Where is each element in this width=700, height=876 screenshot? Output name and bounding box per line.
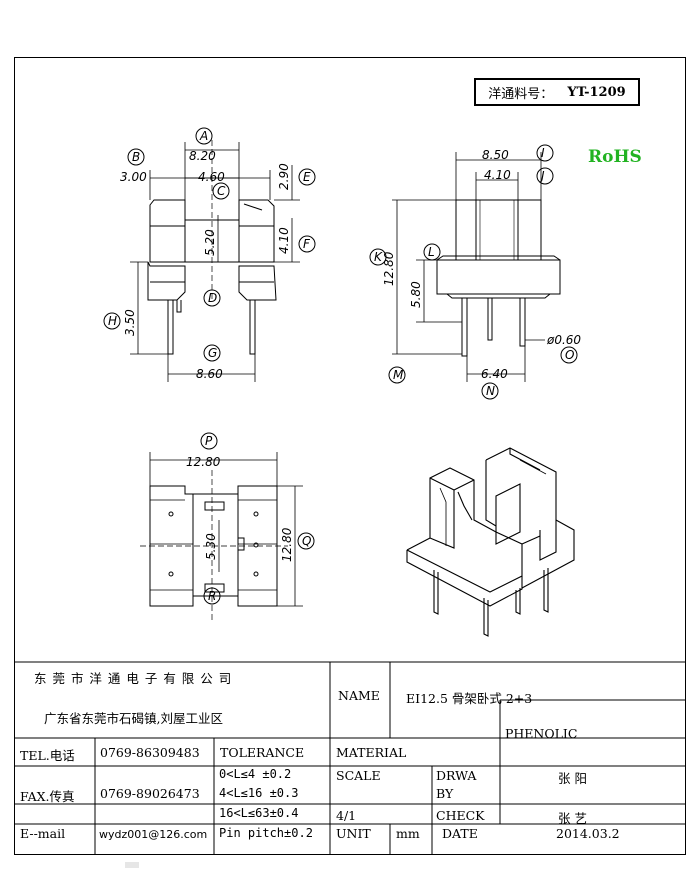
balloon-label-C: C bbox=[217, 184, 226, 198]
balloon-label-D: D bbox=[208, 291, 217, 305]
tolerance-label: TOLERANCE bbox=[220, 745, 305, 760]
dimension-label-c: 4.60 bbox=[198, 170, 225, 184]
balloon-label-O: O bbox=[565, 348, 574, 362]
email-label: E--mail bbox=[20, 826, 66, 841]
material-label: MATERIAL bbox=[336, 745, 407, 760]
balloon-label-G: G bbox=[208, 346, 217, 360]
tolerance-range-2: 4<L≤16 ±0.3 bbox=[219, 786, 299, 800]
balloon-label-I: I bbox=[541, 146, 545, 160]
dimension-label-o: ø0.60 bbox=[546, 333, 581, 347]
fax-value: 0769-89026473 bbox=[100, 786, 200, 801]
tel-label: TEL.电话 bbox=[20, 748, 75, 763]
tel-value: 0769-86309483 bbox=[100, 745, 200, 760]
front-view bbox=[103, 127, 316, 382]
dimension-label-i: 8.50 bbox=[482, 148, 509, 162]
drawn-by-value: 张 阳 bbox=[558, 771, 587, 786]
balloon-label-A: A bbox=[199, 129, 208, 143]
balloon-label-B: B bbox=[132, 150, 140, 164]
unit-label: UNIT bbox=[336, 826, 371, 841]
part-number-value: YT-1209 bbox=[567, 84, 626, 100]
check-value: 张 艺 bbox=[558, 811, 587, 826]
drawn-by-label-2: BY bbox=[436, 786, 454, 801]
rohs-mark: RoHS bbox=[588, 147, 642, 167]
tolerance-pin-pitch: Pin pitch±0.2 bbox=[219, 826, 313, 840]
check-label: CHECK bbox=[436, 808, 485, 823]
dimension-label-n: 6.40 bbox=[481, 367, 508, 381]
part-number-label: 洋通料号： bbox=[488, 86, 554, 102]
company-address: 广东省东莞市石碣镇,刘屋工业区 bbox=[44, 711, 223, 726]
drawn-by-label-1: DRWA bbox=[436, 768, 477, 783]
dimension-label-e: 2.90 bbox=[277, 163, 291, 190]
scale-value: 4/1 bbox=[336, 808, 357, 823]
dimension-label-a: 8.20 bbox=[189, 149, 216, 163]
dimension-label-j: 4.10 bbox=[484, 168, 511, 182]
dimension-label-g: 8.60 bbox=[196, 367, 223, 381]
side-view bbox=[369, 144, 578, 400]
drawing-sheet-border bbox=[14, 57, 686, 855]
front-view-labels: A B C E F D G H 8.20 3.00 4.60 2.90 4.10… bbox=[108, 129, 311, 381]
date-value: 2014.03.2 bbox=[556, 826, 620, 841]
part-number-box: 洋通料号： YT-1209 bbox=[474, 78, 640, 106]
balloon-label-H: H bbox=[108, 314, 117, 328]
company-name: 东 莞 市 洋 通 电 子 有 限 公 司 bbox=[34, 671, 233, 686]
balloon-label-E: E bbox=[303, 170, 311, 184]
top-view-labels: P Q R 12.80 12.80 5.30 bbox=[186, 434, 311, 603]
name-label: NAME bbox=[338, 688, 380, 703]
scale-label: SCALE bbox=[336, 768, 381, 783]
material-value: PHENOLIC bbox=[505, 726, 578, 741]
balloon-label-N: N bbox=[486, 384, 495, 398]
unit-value: mm bbox=[396, 826, 420, 841]
title-block-grid bbox=[14, 661, 686, 855]
dimension-label-b: 3.00 bbox=[120, 170, 147, 184]
tolerance-range-3: 16<L≤63±0.4 bbox=[219, 806, 299, 820]
balloon-label-J: J bbox=[539, 169, 545, 183]
date-label: DATE bbox=[442, 826, 478, 841]
balloon-label-P: P bbox=[205, 434, 213, 448]
top-view bbox=[140, 432, 315, 620]
dimension-label-p: 12.80 bbox=[186, 455, 221, 469]
name-value: EI12.5 骨架卧式 2+3 bbox=[406, 691, 533, 706]
balloon-label-F: F bbox=[303, 237, 311, 251]
dimension-label-l: 5.80 bbox=[409, 281, 423, 308]
footer-mark bbox=[125, 862, 139, 868]
dimension-label-q: 12.80 bbox=[280, 527, 294, 562]
balloon-label-Q: Q bbox=[302, 534, 311, 548]
tolerance-range-1: 0<L≤4 ±0.2 bbox=[219, 767, 292, 781]
email-value: wydz001@126.com bbox=[99, 828, 208, 841]
dimension-label-h: 3.50 bbox=[123, 309, 137, 336]
side-view-labels: I J K L M N O 8.50 4.10 12.80 5.80 6.40 … bbox=[374, 146, 581, 398]
balloon-label-M: M bbox=[393, 368, 404, 382]
fax-label: FAX.传真 bbox=[20, 789, 75, 804]
dimension-label-r: 5.30 bbox=[204, 533, 218, 560]
isometric-view bbox=[406, 447, 575, 637]
dimension-label-d: 5.20 bbox=[203, 229, 217, 256]
balloon-label-K: K bbox=[374, 250, 383, 264]
dimension-label-k: 12.80 bbox=[382, 251, 396, 286]
balloon-label-R: R bbox=[208, 589, 216, 603]
balloon-label-L: L bbox=[428, 245, 435, 259]
dimension-label-f: 4.10 bbox=[277, 227, 291, 254]
